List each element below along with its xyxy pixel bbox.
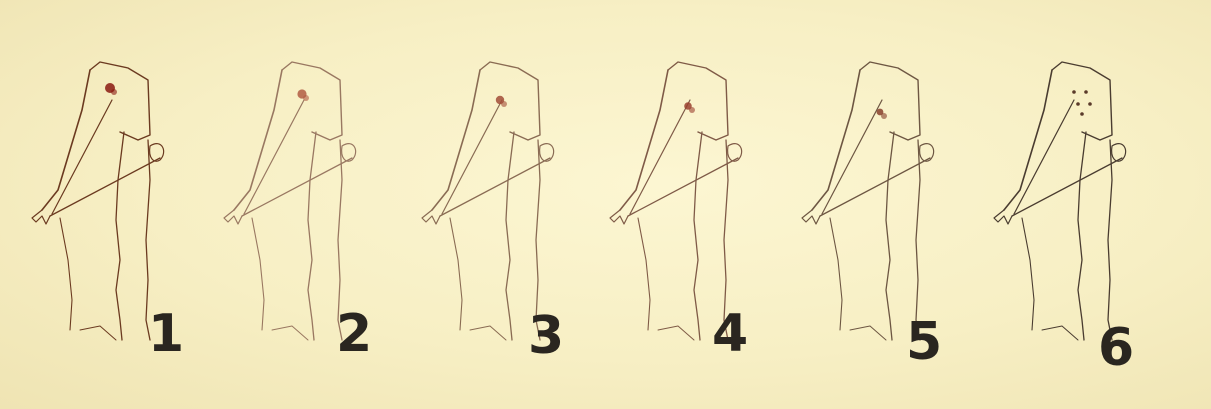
mouth-tip	[32, 210, 50, 224]
figure-number-1: 1	[148, 308, 184, 360]
ear-loop	[1112, 144, 1126, 162]
face-profile-line	[234, 70, 282, 210]
head-neck-sketch-4	[598, 40, 798, 400]
throat-line	[60, 218, 72, 330]
shoulder-line	[272, 326, 308, 340]
sketch-drawing-4	[598, 40, 798, 400]
figure-number-3: 3	[528, 310, 564, 362]
sketch-group	[610, 62, 742, 340]
face-profile-line	[812, 70, 860, 210]
face-diagonal	[630, 100, 690, 214]
sketch-group	[802, 62, 934, 340]
throat-line	[450, 218, 462, 330]
sketch-drawing-5	[790, 40, 990, 400]
sketch-group	[994, 62, 1126, 340]
skull-outline	[282, 62, 342, 140]
lesion-spot-2	[689, 107, 695, 113]
figure-number-5: 5	[906, 316, 942, 368]
throat-line	[1022, 218, 1034, 330]
neck-inner-line	[308, 132, 316, 340]
figure-number-2: 2	[336, 308, 372, 360]
figure-number-4: 4	[712, 308, 748, 360]
shoulder-line	[850, 326, 886, 340]
face-profile-line	[42, 70, 90, 210]
skull-outline	[1052, 62, 1112, 140]
head-neck-sketch-2	[212, 40, 412, 400]
face-diagonal	[244, 100, 304, 214]
skull-dot	[1080, 112, 1084, 116]
ear-loop	[150, 144, 164, 162]
sketch-drawing-3	[410, 40, 610, 400]
ear-loop	[342, 144, 356, 162]
neck-inner-line	[506, 132, 514, 340]
skull-dot	[1084, 90, 1088, 94]
mouth-tip	[802, 210, 820, 224]
ear-loop	[728, 144, 742, 162]
face-profile-line	[432, 70, 480, 210]
lesion-spot-2	[501, 101, 507, 107]
lesion-spot-2	[881, 113, 887, 119]
face-diagonal	[1014, 100, 1074, 214]
mouth-tip	[994, 210, 1012, 224]
neck-inner-line	[1078, 132, 1086, 340]
skull-outline	[480, 62, 540, 140]
mouth-tip	[422, 210, 440, 224]
face-diagonal	[442, 100, 502, 214]
ear-loop	[540, 144, 554, 162]
shoulder-line	[658, 326, 694, 340]
head-neck-sketch-1	[20, 40, 220, 400]
ear-loop	[920, 144, 934, 162]
sketch-group	[422, 62, 554, 340]
skull-dot	[1072, 90, 1076, 94]
face-diagonal	[822, 100, 882, 214]
lesion-spot-2	[303, 95, 309, 101]
neck-back-line	[916, 140, 920, 340]
sketch-group	[224, 62, 356, 340]
face-diagonal	[52, 100, 112, 214]
skull-outline	[668, 62, 728, 140]
sketch-drawing-1	[20, 40, 220, 400]
skull-dot	[1088, 102, 1092, 106]
throat-line	[638, 218, 650, 330]
shoulder-line	[80, 326, 116, 340]
sketch-drawing-2	[212, 40, 412, 400]
mouth-tip	[610, 210, 628, 224]
face-profile-line	[620, 70, 668, 210]
neck-back-line	[1108, 140, 1112, 340]
head-neck-sketch-5	[790, 40, 990, 400]
neck-inner-line	[116, 132, 124, 340]
skull-outline	[860, 62, 920, 140]
lesion-spot-2	[111, 89, 117, 95]
head-neck-sketch-6	[982, 40, 1182, 400]
mouth-tip	[224, 210, 242, 224]
head-neck-sketch-3	[410, 40, 610, 400]
skull-outline	[90, 62, 150, 140]
figure-number-6: 6	[1098, 322, 1134, 374]
sketch-group	[32, 62, 164, 340]
face-profile-line	[1004, 70, 1052, 210]
throat-line	[830, 218, 842, 330]
skull-dot	[1076, 102, 1080, 106]
sketch-drawing-6	[982, 40, 1182, 400]
shoulder-line	[1042, 326, 1078, 340]
neck-inner-line	[694, 132, 702, 340]
throat-line	[252, 218, 264, 330]
shoulder-line	[470, 326, 506, 340]
neck-inner-line	[886, 132, 894, 340]
